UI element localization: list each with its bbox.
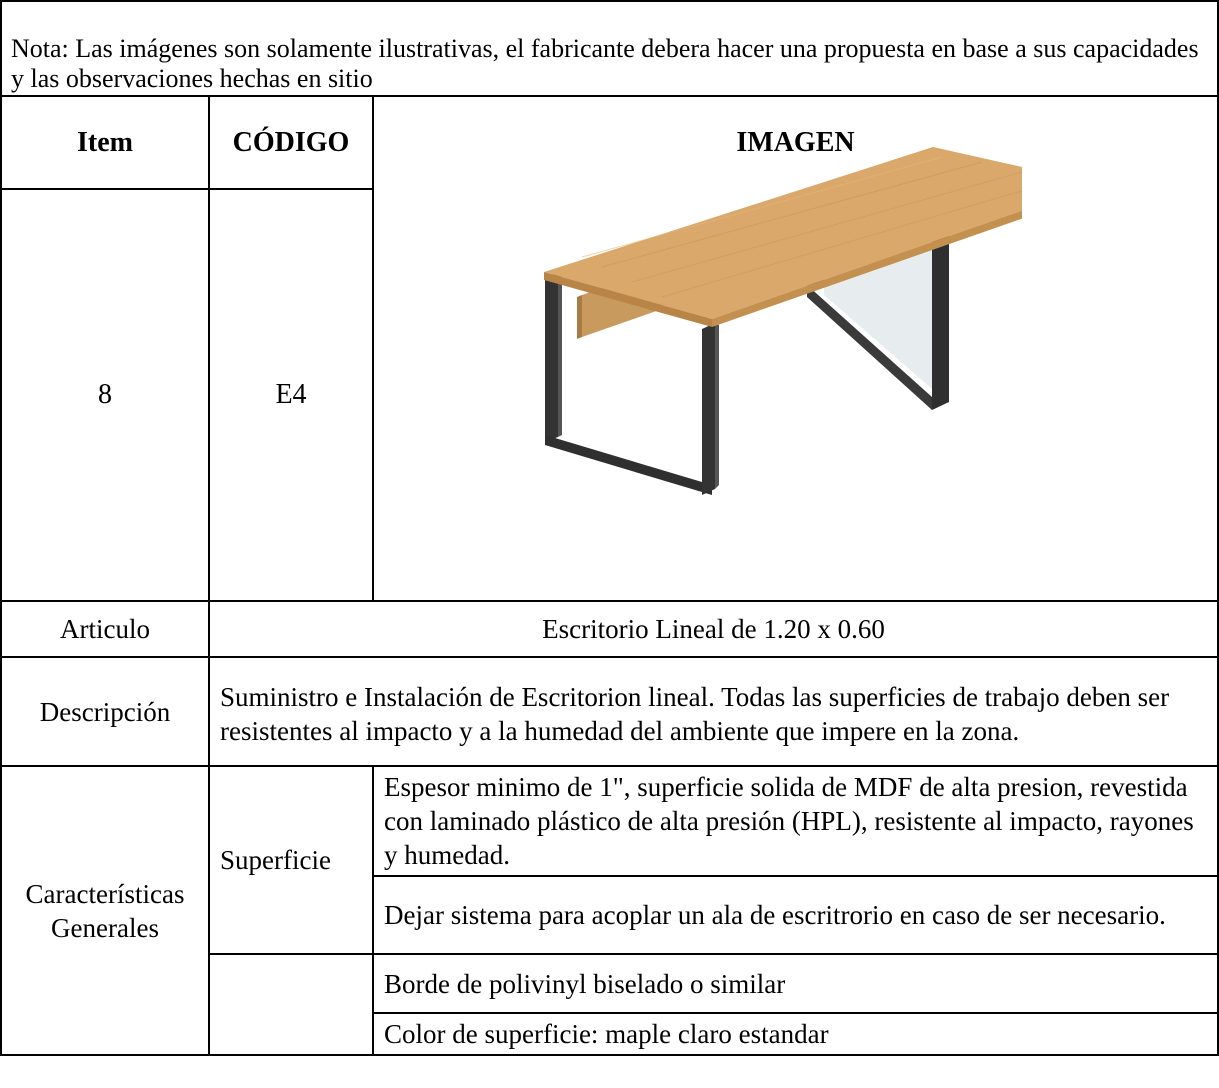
- caracteristicas-label-line2: Generales: [51, 912, 159, 943]
- descripcion-label: Descripción: [0, 656, 210, 767]
- caracteristicas-label: Características Generales: [0, 765, 210, 1056]
- header-codigo: CÓDIGO: [208, 95, 374, 190]
- superficie-label: Superficie: [208, 765, 374, 955]
- caracteristica-item: Espesor minimo de 1", superficie solida …: [371, 765, 1219, 877]
- superficie-continued: [208, 954, 374, 1056]
- articulo-value: Escritorio Lineal de 1.20 x 0.60: [207, 600, 1219, 658]
- articulo-label: Articulo: [0, 600, 210, 658]
- desk-illustration: [544, 147, 1022, 495]
- descripcion-value: Suministro e Instalación de Escritorion …: [220, 681, 1170, 746]
- descripcion-cell: Suministro e Instalación de Escritorion …: [207, 656, 1219, 767]
- caracteristica-item: Color de superficie: maple claro estanda…: [371, 1012, 1219, 1056]
- item-number: 8: [0, 188, 210, 602]
- caracteristica-item: Dejar sistema para acoplar un ala de esc…: [371, 875, 1219, 955]
- image-cell: IMAGEN: [371, 95, 1219, 602]
- desk-front-leg: [545, 273, 719, 495]
- image-wrap: IMAGEN: [374, 97, 1217, 598]
- item-code: E4: [208, 188, 374, 602]
- header-imagen: IMAGEN: [736, 127, 855, 158]
- header-item: Item: [0, 95, 210, 190]
- superficie-label-text: Superficie: [220, 845, 331, 875]
- caracteristica-item: Borde de polivinyl biselado o similar: [371, 953, 1219, 1014]
- note-text: Nota: Las imágenes son solamente ilustra…: [11, 34, 1199, 93]
- caracteristicas-label-line1: Características: [25, 878, 185, 909]
- desk-top: [544, 147, 1022, 327]
- spec-table: Nota: Las imágenes son solamente ilustra…: [0, 0, 1219, 1056]
- note-cell: Nota: Las imágenes son solamente ilustra…: [0, 0, 1219, 97]
